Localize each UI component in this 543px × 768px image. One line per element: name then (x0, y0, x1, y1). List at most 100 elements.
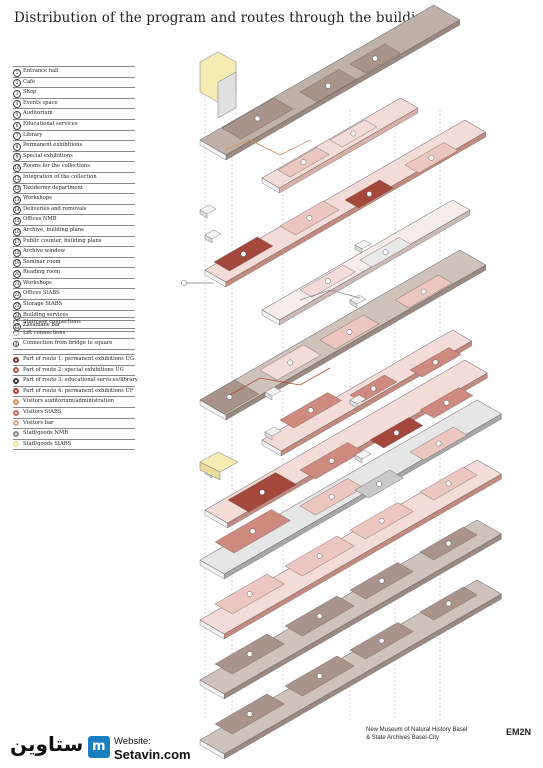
route-legend-item: Visitors auditorium/administration (13, 397, 135, 408)
legend-number: 6 (13, 121, 21, 130)
caption-line-2: & State Archives Basel-City (366, 734, 440, 741)
room-number-marker (350, 130, 357, 137)
route-legend-item: Part of route 1: permanent exhibitions U… (13, 355, 135, 366)
lift-icon (13, 330, 19, 337)
legend-label: Auditorium (23, 110, 53, 117)
legend-label: Taxidermy department (23, 184, 83, 191)
legend-label: Zasamane bar (23, 322, 61, 329)
route-marker-icon (13, 420, 19, 427)
legend-label: Part of route 4: permanent exhibitions U… (23, 387, 134, 394)
legend-label: Deliveries and removals (23, 205, 87, 212)
legend-number: 18 (13, 248, 21, 257)
room-number-marker (316, 613, 323, 619)
route-legend-item: Visitors bar (13, 419, 135, 430)
caption-line-1: New Museum of Natural History Basel (366, 727, 468, 733)
room-number-marker (443, 399, 450, 406)
route-legend-item: Part of route 3: educational services/li… (13, 376, 138, 387)
legend-number: 9 (13, 153, 21, 162)
route-marker-icon (13, 409, 19, 416)
legend-number: 2 (13, 79, 21, 88)
room-number-marker (370, 385, 377, 392)
room-number-marker (346, 329, 353, 335)
room-number-marker (432, 359, 439, 366)
legend-label: Part of route 1: permanent exhibitions U… (23, 356, 135, 362)
legend-label: Archive window (23, 248, 66, 255)
route-legend-item: Staff/goods NMB (13, 429, 135, 440)
legend-number: 3 (13, 89, 21, 98)
room-number-marker (254, 115, 261, 122)
legend-label: Permanent exhibitions (23, 142, 83, 149)
route-legend-item: Part of route 2: special exhibitions UG (13, 366, 135, 377)
room-number-marker (435, 440, 442, 447)
legend-label: Part of route 2: special exhibitions UG (23, 366, 124, 373)
room-number-marker (287, 359, 294, 366)
legend-number: 1 (13, 68, 21, 77)
legend-label: Shop (23, 89, 37, 96)
route-line (229, 367, 331, 396)
route-marker-icon (13, 398, 19, 405)
route-legend-item: Staff/goods StABS (13, 440, 135, 451)
room-number-marker (378, 577, 385, 584)
legend-label: Educational services (23, 120, 78, 127)
legend-number: 16 (13, 227, 21, 236)
route-line (224, 139, 311, 156)
legend-number: 5 (13, 110, 21, 119)
legend-label: Offices StABS (23, 290, 60, 297)
room-number-marker (226, 394, 233, 400)
legend-label: Visitors StABS (23, 408, 62, 415)
project-caption: New Museum of Natural History Basel & St… (366, 727, 467, 742)
legend-label: Staff/goods StABS (23, 440, 72, 447)
watermark-site-link[interactable]: Setavin.com (114, 747, 191, 762)
legend-label: Connection from bridge to square (23, 340, 113, 347)
legend-number: 22 (13, 291, 21, 300)
legend-number: 12 (13, 185, 21, 194)
legend-label: Workshops (23, 195, 52, 202)
legend-label: Library (23, 131, 43, 138)
lift-block-side (349, 299, 358, 309)
room-number-marker (393, 429, 400, 436)
room-number-marker (382, 249, 389, 256)
legend-label: Public counter, building plans (23, 237, 102, 244)
legend-label: Rooms for the collections (23, 163, 90, 170)
connection-legend-item: Staircase connections (13, 318, 135, 329)
staircase-icon (13, 319, 19, 326)
watermark-website-label: Website: (114, 736, 151, 747)
room-number-marker (300, 159, 307, 166)
legend-number: 21 (13, 280, 21, 289)
route-marker-icon (13, 430, 19, 437)
room-number-marker (420, 288, 427, 295)
room-number-marker (246, 591, 253, 597)
staff-core-side (199, 461, 221, 481)
legend-number: 23 (13, 301, 21, 310)
room-number-marker (240, 251, 247, 257)
route-marker-icon (13, 441, 19, 448)
room-number-marker (378, 517, 385, 524)
room-number-marker (249, 528, 256, 535)
room-number-marker (372, 55, 378, 62)
lift-block-side (354, 454, 363, 464)
room-number-marker (366, 191, 373, 197)
legend-label: Building services (23, 311, 69, 318)
bridge-connection-marker (181, 280, 187, 286)
legend-label: Offices NMB (23, 216, 57, 223)
lift-block-side (354, 244, 363, 254)
room-number-marker (316, 553, 323, 559)
legend-number: 17 (13, 238, 21, 247)
